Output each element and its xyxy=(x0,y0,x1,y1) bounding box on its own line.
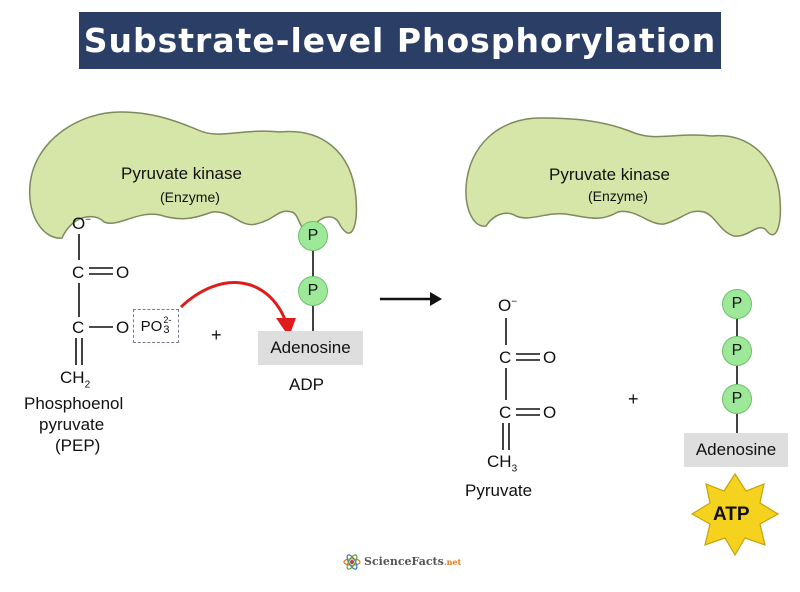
page-title: Substrate-level Phosphorylation xyxy=(83,21,717,60)
sciencefacts-logo-icon xyxy=(343,554,361,570)
enzyme-left-name: Pyruvate kinase xyxy=(121,164,242,183)
enzyme-right-sub: (Enzyme) xyxy=(588,188,648,204)
watermark-text: ScienceFacts.net xyxy=(364,555,462,568)
atp-star-burst xyxy=(690,472,780,557)
pep-po3-charge: 2- xyxy=(163,315,172,325)
pep-o-minus: O− xyxy=(72,214,92,233)
enzyme-right-name: Pyruvate kinase xyxy=(549,165,670,184)
adp-phosphate-2: P xyxy=(298,276,328,306)
pep-c1: C xyxy=(72,263,85,282)
enzyme-left-sub: (Enzyme) xyxy=(160,189,220,205)
adp-adenosine: Adenosine xyxy=(258,331,363,365)
atp-label: ATP xyxy=(713,504,750,525)
pyr-ch3: CH3 xyxy=(487,452,518,475)
pyr-c1: C xyxy=(499,348,512,367)
enzyme-right-shape xyxy=(465,117,782,237)
atp-phosphate-1: P xyxy=(722,289,752,319)
atp-phosphate-3: P xyxy=(722,384,752,414)
pep-o-double: O xyxy=(116,263,130,282)
pep-o-link: O xyxy=(116,318,130,337)
title-banner: Substrate-level Phosphorylation xyxy=(79,12,721,69)
pyr-o1: O xyxy=(543,348,557,367)
plus-sign-right: + xyxy=(628,389,639,409)
pyr-c2: C xyxy=(499,403,512,422)
pep-name-line1: Phosphoenol xyxy=(24,394,124,413)
enzyme-left-shape xyxy=(28,111,358,239)
plus-sign-left: + xyxy=(211,325,222,345)
pyruvate-label: Pyruvate xyxy=(465,481,533,500)
pep-po3-text: PO xyxy=(140,317,163,335)
phosphate-transfer-arrowhead xyxy=(276,318,296,337)
pep-c2: C xyxy=(72,318,85,337)
atp-adenosine: Adenosine xyxy=(684,433,788,467)
atp-phosphate-2: P xyxy=(722,336,752,366)
pyr-o-minus: O− xyxy=(498,296,518,315)
pyr-o2: O xyxy=(543,403,557,422)
reaction-arrowhead xyxy=(430,292,442,306)
adp-label: ADP xyxy=(289,375,324,394)
pep-ch2: CH2 xyxy=(60,368,91,391)
adp-phosphate-1: P xyxy=(298,221,328,251)
pep-name-line3: (PEP) xyxy=(55,436,101,455)
pep-name-line2: pyruvate xyxy=(39,415,105,434)
pep-po3-sub: 3 xyxy=(163,324,170,336)
phosphate-transfer-arrow xyxy=(179,281,288,323)
